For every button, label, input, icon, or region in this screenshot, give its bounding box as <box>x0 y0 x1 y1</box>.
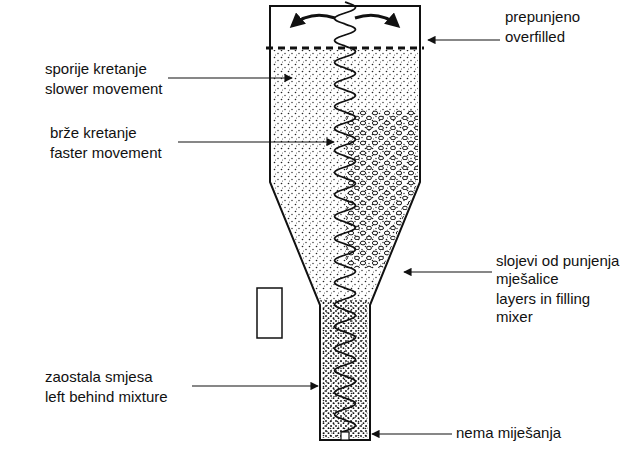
callout-label: zaostala smjesa <box>45 368 190 386</box>
flow-arrow <box>292 15 335 26</box>
screw-bearing <box>341 432 349 440</box>
fill-level <box>266 47 424 50</box>
callout-label: prepunjeno <box>505 8 615 26</box>
callout-label: slower movement <box>45 80 170 98</box>
callout-label: brže kretanje <box>50 124 178 142</box>
callout-label: left behind mixture <box>45 388 190 406</box>
leader-line <box>404 271 492 272</box>
mixture-fill <box>270 50 420 440</box>
callout-label: layers in filling mixer <box>496 290 624 326</box>
leader-line <box>178 141 334 142</box>
callout-label: sporije kretanje <box>45 60 170 78</box>
leader-line <box>168 77 292 78</box>
callout-label: slojevi od punjenja mješalice <box>496 252 624 288</box>
leader-line <box>428 39 500 40</box>
screw-helix <box>335 2 356 432</box>
screw-helix <box>335 2 356 432</box>
callout-label: overfilled <box>505 28 615 46</box>
flow-arrow <box>355 15 398 26</box>
leader-line <box>372 433 452 434</box>
vessel-outline <box>270 6 420 440</box>
support-leg <box>257 288 282 338</box>
leader-line <box>192 385 318 386</box>
callout-label: faster movement <box>50 144 178 162</box>
callout-label: nema miješanja <box>456 424 624 442</box>
